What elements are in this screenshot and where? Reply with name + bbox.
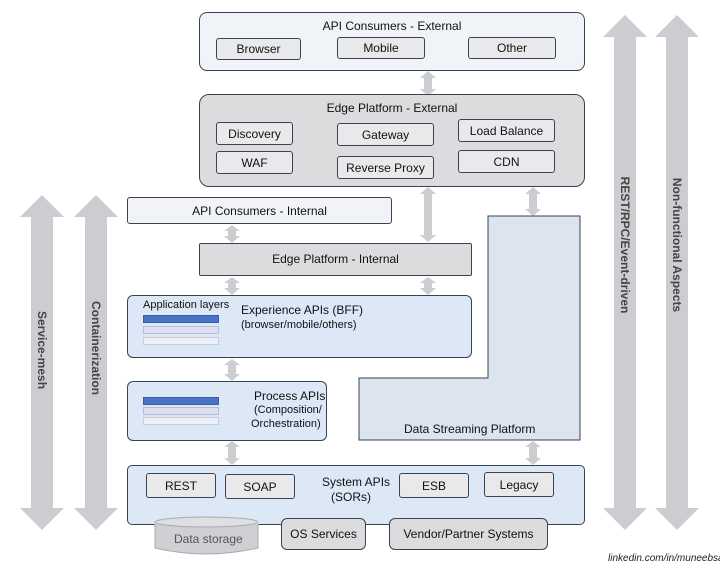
connector-arrow (525, 441, 541, 465)
layer-bar-bottom (143, 337, 219, 345)
browser-box: Browser (216, 38, 301, 60)
waf-box: WAF (216, 151, 293, 174)
soap-box: SOAP (225, 474, 295, 499)
process-apis-line2: (Composition/ (254, 404, 322, 416)
rest-rpc-arrow (603, 15, 647, 530)
connector-arrow (420, 277, 436, 295)
data-streaming-title: Data Streaming Platform (404, 422, 536, 436)
experience-apis-subtitle: (browser/mobile/others) (241, 319, 357, 331)
application-layers-label: Application layers (143, 299, 230, 311)
service-mesh-arrow (20, 195, 64, 530)
reverse-proxy-box: Reverse Proxy (337, 156, 434, 179)
os-services-box: OS Services (281, 518, 366, 550)
discovery-box: Discovery (216, 122, 293, 145)
credit-text: linkedin.com/in/muneebsa (608, 553, 720, 564)
connector-arrow (420, 187, 436, 242)
edge-platform-internal-title: Edge Platform - Internal (272, 252, 399, 266)
process-apis-title: Process APIs (254, 389, 326, 403)
mobile-box: Mobile (337, 37, 425, 59)
process-apis-line3: Orchestration) (251, 418, 321, 430)
layer-bar-middle (143, 326, 219, 334)
api-consumers-internal-title: API Consumers - Internal (192, 204, 327, 218)
experience-apis-title: Experience APIs (BFF) (241, 303, 364, 317)
vendor-partner-box: Vendor/Partner Systems (389, 518, 548, 550)
connector-arrow (224, 225, 240, 243)
connector-arrow (224, 359, 240, 381)
process-bar-bottom (143, 417, 219, 425)
api-consumers-internal: API Consumers - Internal (127, 197, 392, 224)
process-bar-middle (143, 407, 219, 415)
non-functional-arrow (655, 15, 699, 530)
data-storage-label: Data storage (174, 532, 243, 546)
process-bar-top (143, 397, 219, 405)
load-balance-box: Load Balance (458, 119, 555, 142)
layer-bar-top (143, 315, 219, 323)
edge-platform-internal: Edge Platform - Internal (199, 243, 472, 276)
connector-arrow (420, 71, 436, 96)
api-consumers-external-title: API Consumers - External (322, 19, 462, 33)
esb-box: ESB (399, 473, 469, 498)
system-apis-title: System APIs (322, 475, 391, 489)
cdn-box: CDN (458, 150, 555, 173)
containerization-arrow (74, 195, 118, 530)
edge-platform-external-title: Edge Platform - External (326, 101, 458, 115)
legacy-box: Legacy (484, 472, 554, 497)
connector-arrow (224, 441, 240, 465)
connector-arrow (224, 277, 240, 295)
system-apis-subtitle: (SORs) (331, 490, 371, 504)
connector-arrow (525, 187, 541, 216)
rest-box: REST (146, 473, 216, 498)
other-box: Other (468, 37, 556, 59)
gateway-box: Gateway (337, 123, 434, 146)
